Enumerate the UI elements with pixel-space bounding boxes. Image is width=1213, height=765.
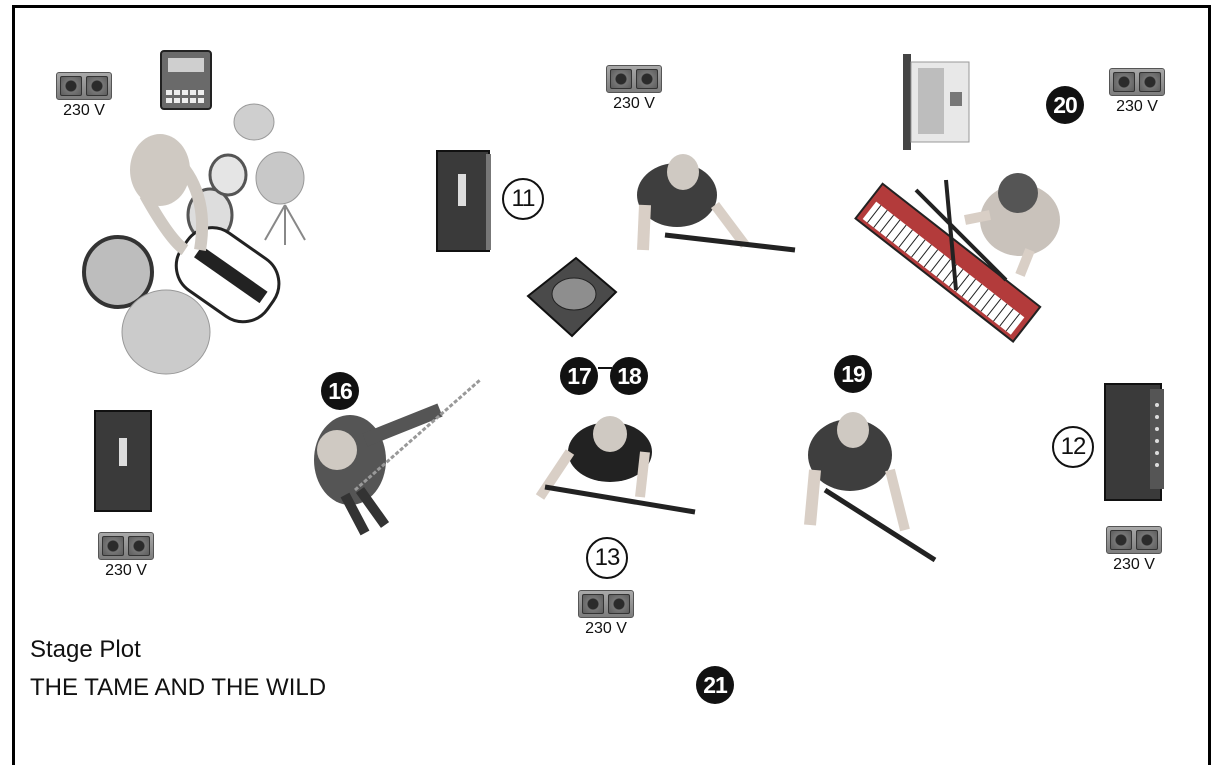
marker-21: 21 <box>696 666 734 704</box>
marker-13: 13 <box>586 537 628 579</box>
power-outlet-bass: 230 V <box>96 532 156 580</box>
bass-amp-icon <box>94 410 152 512</box>
guitarist-top-icon <box>625 150 800 270</box>
power-outlet-right: 230 V <box>1104 526 1164 574</box>
marker-12: 12 <box>1052 426 1094 468</box>
outlet-label: 230 V <box>1104 556 1164 574</box>
keyboardist-icon <box>960 165 1070 275</box>
laptop-icon <box>902 52 972 152</box>
keyboard-amp-icon <box>1104 383 1168 501</box>
band-name: THE TAME AND THE WILD <box>30 674 326 702</box>
marker-16: 16 <box>321 372 359 410</box>
plot-title: Stage Plot <box>30 636 141 664</box>
power-outlet-center-top: 230 V <box>604 65 664 113</box>
guitarist-right-icon <box>795 410 940 565</box>
stage-monitor-icon <box>526 256 618 340</box>
guitar-amp-icon <box>436 150 492 254</box>
outlet-icon <box>578 590 634 618</box>
marker-20: 20 <box>1046 86 1084 124</box>
outlet-label: 230 V <box>1107 98 1167 116</box>
power-outlet-drums: 230 V <box>54 72 114 120</box>
outlet-icon <box>56 72 112 100</box>
marker-11: 11 <box>502 178 544 220</box>
lead-singer-icon <box>530 412 700 517</box>
marker-connector <box>598 367 612 369</box>
marker-18: 18 <box>610 357 648 395</box>
drum-machine-icon <box>160 50 212 110</box>
outlet-label: 230 V <box>96 562 156 580</box>
outlet-icon <box>98 532 154 560</box>
marker-19: 19 <box>834 355 872 393</box>
outlet-icon <box>1109 68 1165 96</box>
power-outlet-center-bottom: 230 V <box>576 590 636 638</box>
outlet-label: 230 V <box>54 102 114 120</box>
outlet-icon <box>606 65 662 93</box>
outlet-label: 230 V <box>576 620 636 638</box>
power-outlet-keys: 230 V <box>1107 68 1167 116</box>
outlet-icon <box>1106 526 1162 554</box>
outlet-label: 230 V <box>604 95 664 113</box>
marker-17: 17 <box>560 357 598 395</box>
drum-kit-icon <box>80 100 320 380</box>
